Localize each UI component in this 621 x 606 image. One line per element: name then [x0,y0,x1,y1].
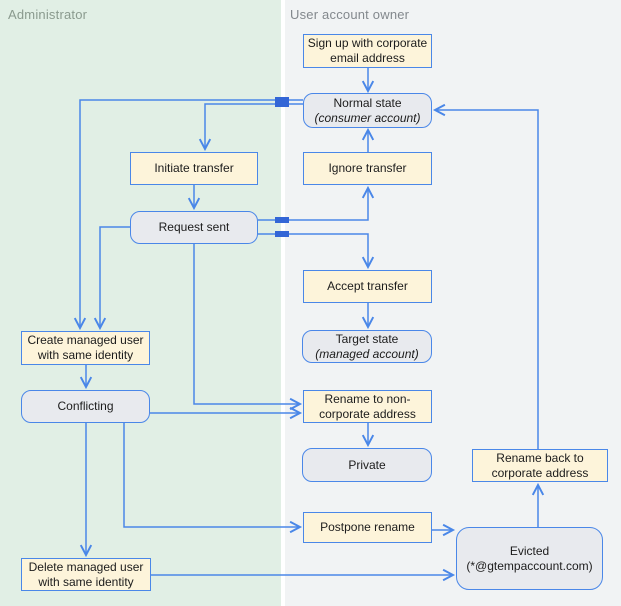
node-rename-back-to-corporate: Rename back to corporate address [472,449,608,482]
node-target-state: Target state (managed account) [302,330,432,363]
edge-request-to-create [93,226,130,331]
node-sublabel: (managed account) [315,346,419,361]
node-label: Accept transfer [327,279,408,293]
node-label: Rename to non- [324,391,411,406]
lane-title-user-account-owner: User account owner [290,7,410,22]
node-postpone-rename: Postpone rename [303,512,432,543]
node-label: with same identity [38,574,134,589]
edge-request-to-rename-non [193,244,303,411]
node-label: email address [330,51,405,65]
node-label: corporate address [319,406,416,421]
edge-conflicting-to-postpone [123,423,303,534]
node-label: Ignore transfer [328,161,407,175]
node-label: Postpone rename [320,520,415,534]
lane-boundary-overlap-mark [275,231,289,237]
node-sublabel: (*@gtempaccount.com) [466,558,593,573]
node-sublabel: (consumer account) [314,110,421,125]
node-initiate-transfer: Initiate transfer [130,152,258,185]
node-create-managed-user: Create managed user with same identity [21,331,150,365]
lane-title-administrator: Administrator [8,7,88,22]
node-label: Normal state [333,95,402,110]
node-delete-managed-user: Delete managed user with same identity [21,558,151,591]
edge-normal-to-create [73,99,303,331]
edge-request-to-ignore [258,185,375,221]
node-private: Private [302,448,432,482]
node-label: Request sent [158,220,230,234]
node-conflicting: Conflicting [21,390,150,423]
edge-rename-back-to-normal [432,103,539,449]
node-request-sent: Request sent [130,211,258,244]
node-label: Delete managed user [28,559,144,574]
node-label: Sign up with corporate [307,36,428,50]
node-rename-to-non-corporate: Rename to non- corporate address [303,390,432,423]
node-label: corporate address [491,465,589,480]
node-label: Create managed user [27,333,144,347]
edge-normal-to-initiate [198,103,303,152]
node-label: with same identity [37,348,134,362]
node-label: Evicted [509,543,550,558]
lane-boundary-overlap-mark [275,217,289,223]
node-signup: Sign up with corporate email address [303,34,432,68]
lane-boundary-overlap-mark [275,97,289,107]
node-normal-state: Normal state (consumer account) [303,93,432,128]
node-label: Initiate transfer [154,161,234,175]
edge-request-to-accept [258,233,375,270]
node-label: Conflicting [57,399,114,413]
node-label: Private [348,457,386,472]
node-ignore-transfer: Ignore transfer [303,152,432,185]
node-accept-transfer: Accept transfer [303,270,432,303]
node-label: Rename back to [496,450,584,465]
lane-administrator [0,0,281,606]
node-evicted: Evicted (*@gtempaccount.com) [456,527,603,590]
node-label: Target state [335,331,399,346]
